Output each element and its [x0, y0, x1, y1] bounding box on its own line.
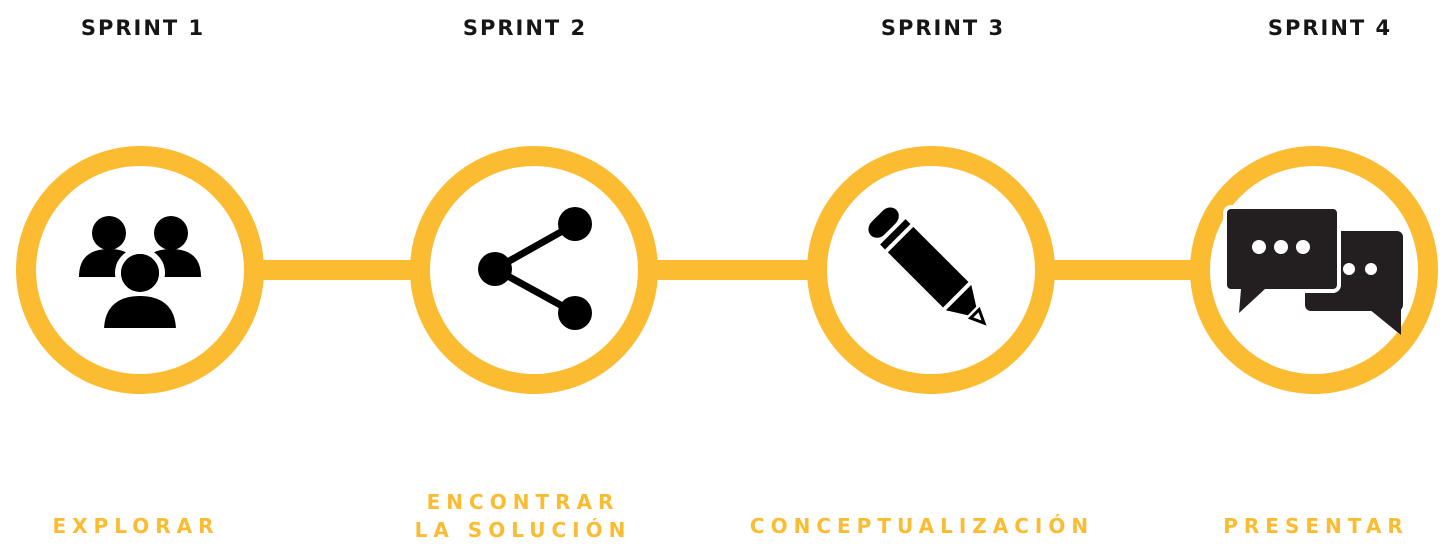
step-circle-4: [1190, 146, 1438, 394]
sprint-label-1: SPRINT 1: [80, 16, 206, 40]
phase-label-1: EXPLORAR: [26, 512, 246, 540]
phase-label-3: CONCEPTUALIZACIÓN: [712, 512, 1132, 540]
step-circle-1: [16, 146, 264, 394]
connector-2-3: [650, 260, 820, 280]
phase-label-2: ENCONTRAR LA SOLUCIÓN: [388, 488, 658, 544]
step-circle-2: [410, 146, 658, 394]
phase-line: CONCEPTUALIZACIÓN: [749, 514, 1095, 538]
phase-line: PRESENTAR: [1223, 514, 1409, 538]
sprint-label-4: SPRINT 4: [1267, 16, 1393, 40]
connector-3-4: [1050, 260, 1200, 280]
sprint-label-2: SPRINT 2: [462, 16, 588, 40]
phase-label-4: PRESENTAR: [1196, 512, 1436, 540]
connector-1-2: [250, 260, 420, 280]
phase-line: ENCONTRAR: [426, 490, 620, 514]
step-circle-3: [807, 146, 1055, 394]
sprint-label-3: SPRINT 3: [880, 16, 1006, 40]
phase-line: LA SOLUCIÓN: [414, 518, 632, 542]
phase-line: EXPLORAR: [52, 514, 220, 538]
